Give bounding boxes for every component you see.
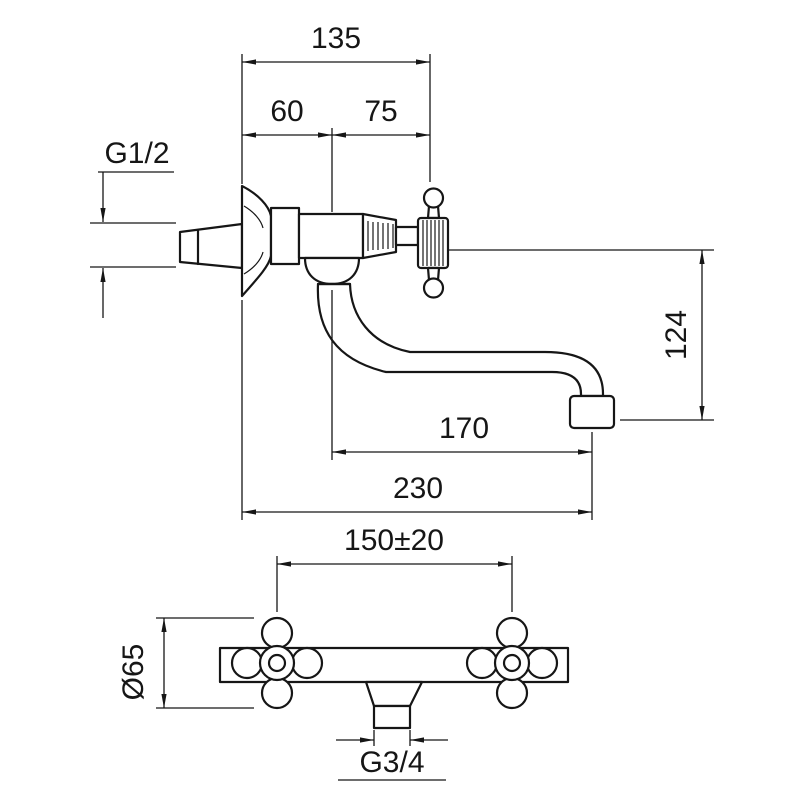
faucet-body [269,206,420,266]
dim-label-mounting-centers: 150±20 [344,524,444,557]
side-view [178,184,616,430]
dim-label-60: 60 [270,95,303,128]
wall-flange [240,184,273,298]
spout [303,256,616,430]
left-cross-handle [230,616,324,710]
dimension-230: 230 [241,300,592,520]
spout-tube [316,282,605,398]
dim-label-170: 170 [439,412,489,445]
dim-label-124: 124 [660,310,693,360]
right-cross-handle [465,616,559,710]
dim-label-135: 135 [311,22,361,55]
dimension-60-75: 60 75 [242,95,430,212]
dimension-outlet-thread: G3/4 [336,730,448,781]
inlet-thread-label: G1/2 [104,137,169,170]
dimension-handle-diameter: Ø65 [117,617,254,709]
aerator [568,394,616,430]
inlet-nipple [178,222,244,270]
cross-handle-side [416,187,450,299]
dim-label-handle-diameter: Ø65 [117,644,150,701]
front-view [218,616,570,730]
dim-label-75: 75 [364,95,397,128]
dim-label-230: 230 [393,472,443,505]
dimension-135: 135 [241,22,431,184]
outlet-connection [364,680,424,730]
dimension-mounting-centers: 150±20 [276,524,513,612]
outlet-thread-label: G3/4 [359,746,424,779]
spout-collar [303,256,361,286]
dimension-170: 170 [331,290,593,520]
dimension-124: 124 [448,249,714,421]
dimension-inlet-thread: G1/2 [90,137,176,318]
